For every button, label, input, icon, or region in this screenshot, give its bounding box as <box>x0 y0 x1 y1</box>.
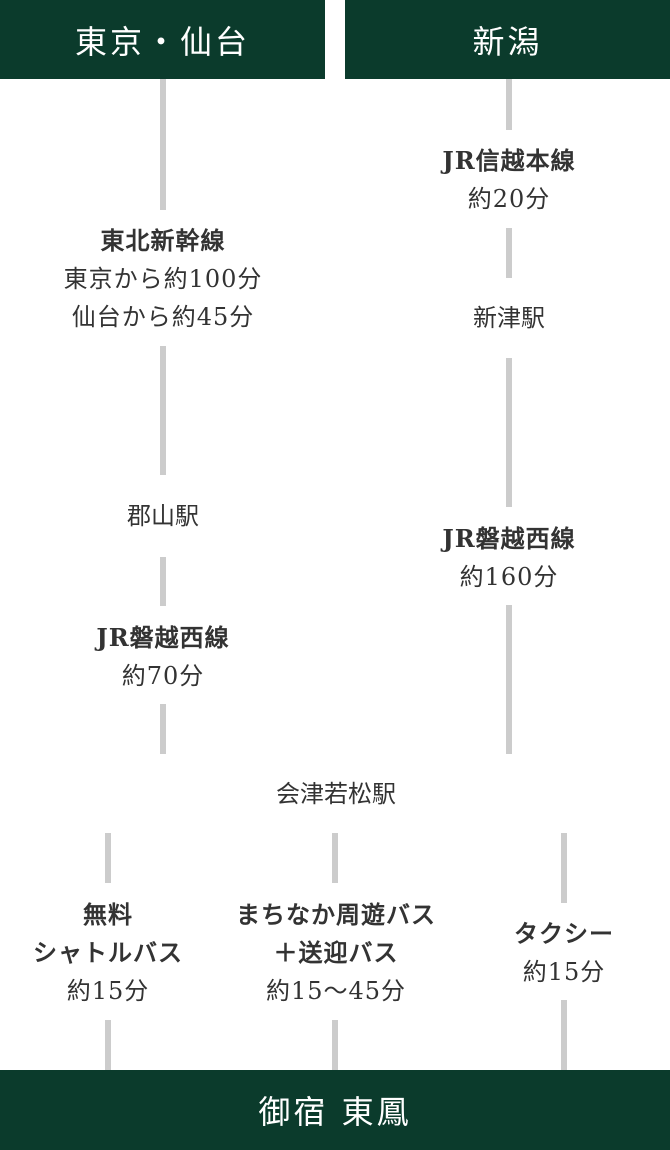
travel-time: 東京から約100分 <box>63 265 263 293</box>
origin-tokyo-sendai-label: 東京・仙台 <box>74 22 250 61</box>
route-name: まちなか周遊バス <box>236 900 436 929</box>
station-name: 新津駅 <box>473 304 545 332</box>
connector-line <box>160 557 166 606</box>
route-name: 無料 <box>83 900 133 929</box>
route-name: タクシー <box>514 919 614 948</box>
travel-time: 約160分 <box>459 563 559 591</box>
option-shuttle: 無料 シャトルバス 約15分 <box>33 896 183 1010</box>
connector-line <box>506 79 512 130</box>
connector-line <box>160 704 166 754</box>
travel-time: 約15分 <box>66 977 150 1005</box>
connector-line <box>105 833 111 883</box>
route-name: ＋送迎バス <box>273 938 399 967</box>
connector-line <box>105 1020 111 1070</box>
route-name: JR磐越西線 <box>442 524 576 553</box>
connector-line <box>332 1020 338 1070</box>
travel-time: 約15～45分 <box>265 977 407 1005</box>
route-name: シャトルバス <box>33 938 183 967</box>
route-name: JR磐越西線 <box>96 623 230 652</box>
origin-tokyo-sendai: 東京・仙台 <box>0 0 325 79</box>
station-name: 会津若松駅 <box>276 780 396 808</box>
option-taxi: タクシー 約15分 <box>514 915 614 991</box>
station-name: 郡山駅 <box>127 502 199 530</box>
left-transfer-station: 郡山駅 <box>127 497 199 535</box>
right-segment2: JR磐越西線 約160分 <box>442 520 575 596</box>
travel-time: 仙台から約45分 <box>71 303 255 331</box>
connector-line <box>506 605 512 754</box>
right-segment1: JR信越本線 約20分 <box>442 142 575 218</box>
origin-niigata: 新潟 <box>345 0 670 79</box>
left-segment1: 東北新幹線 東京から約100分 仙台から約45分 <box>64 222 263 336</box>
right-transfer-station: 新津駅 <box>473 299 545 337</box>
connector-line <box>332 833 338 883</box>
connector-line <box>506 358 512 507</box>
destination-label: 御宿 東鳳 <box>258 1093 412 1131</box>
travel-time: 約70分 <box>121 662 205 690</box>
connector-line <box>561 833 567 903</box>
destination-box: 御宿 東鳳 <box>0 1070 670 1150</box>
route-name: 東北新幹線 <box>100 226 226 255</box>
left-segment2: JR磐越西線 約70分 <box>96 619 229 695</box>
connector-line <box>506 228 512 278</box>
option-city-bus: まちなか周遊バス ＋送迎バス 約15～45分 <box>236 896 436 1010</box>
travel-time: 約20分 <box>467 185 551 213</box>
travel-time: 約15分 <box>522 958 606 986</box>
junction-station: 会津若松駅 <box>276 775 396 813</box>
connector-line <box>160 79 166 210</box>
origin-niigata-label: 新潟 <box>472 22 543 61</box>
connector-line <box>561 1000 567 1070</box>
connector-line <box>160 346 166 475</box>
route-name: JR信越本線 <box>442 146 576 175</box>
